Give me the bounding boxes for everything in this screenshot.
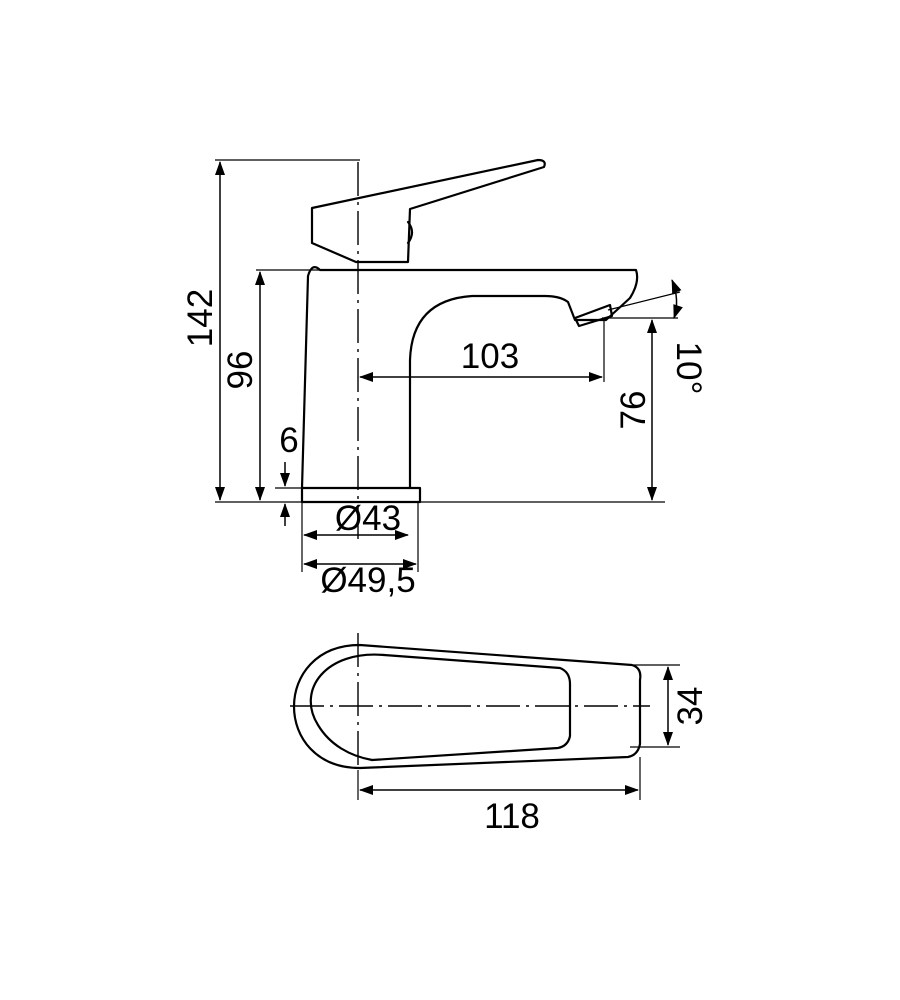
- dim-label-diam43: Ø43: [335, 499, 401, 538]
- dim-label-103: 103: [461, 337, 519, 376]
- dim-label-96: 96: [221, 351, 260, 390]
- top-outline: [292, 643, 642, 770]
- lever-handle: [310, 158, 546, 264]
- top-view: 34 118: [290, 633, 710, 836]
- dim-label-142: 142: [181, 289, 220, 347]
- dim-label-118: 118: [484, 797, 540, 836]
- top-inner-curve: [309, 653, 386, 762]
- dim-label-34: 34: [671, 687, 710, 726]
- aerator: [573, 303, 614, 328]
- lever-inner-outline: [370, 653, 572, 762]
- lever-hinge: [406, 220, 414, 245]
- angle-extension: [607, 291, 681, 311]
- faucet-body: [300, 266, 639, 490]
- dim-label-angle: 10°: [669, 342, 708, 395]
- angle-arc: [671, 279, 683, 319]
- dim-label-diam49: Ø49,5: [320, 561, 415, 600]
- dim-label-76: 76: [614, 391, 653, 430]
- dim-label-6: 6: [279, 421, 298, 460]
- side-view: 142 96 6 103 76 10° Ø43 Ø49,5: [181, 158, 708, 600]
